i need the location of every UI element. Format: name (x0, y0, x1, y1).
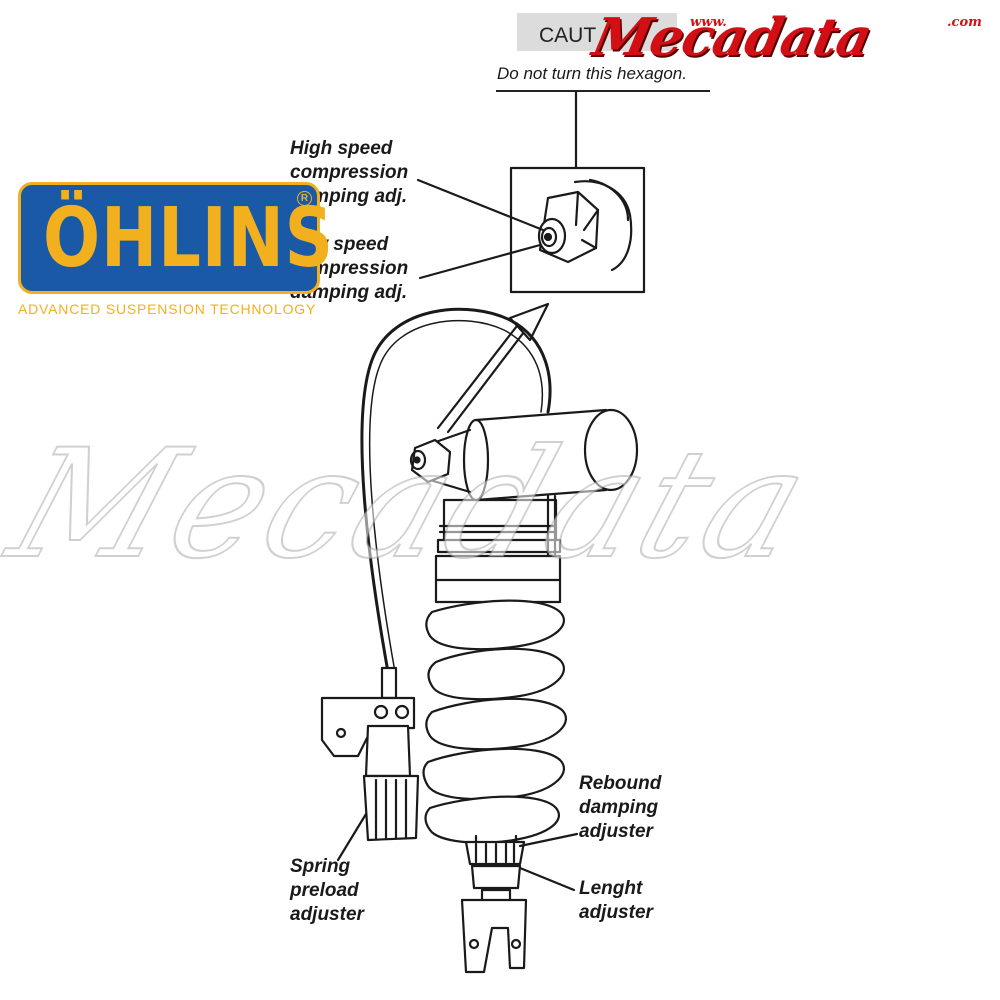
ohlins-wordmark: ÖHLINS (43, 191, 334, 286)
mecadata-logo: Mecadata (587, 7, 877, 68)
length-adjuster-label: Lenght adjuster (579, 878, 653, 923)
caution-title: CAUT (539, 24, 597, 47)
remote-hose (360, 307, 552, 674)
reservoir-canister (409, 408, 639, 502)
ohlins-tagline: ADVANCED SUSPENSION TECHNOLOGY (18, 301, 317, 317)
high-speed-leader-line (416, 178, 545, 232)
caution-underline (496, 90, 710, 92)
rebound-damping-label: Rebound damping adjuster (579, 773, 662, 842)
caution-note: Do not turn this hexagon. (497, 64, 687, 83)
damper-body (434, 554, 562, 604)
lower-adjuster (464, 840, 526, 906)
low-speed-leader-line (418, 243, 542, 280)
coil-spring (422, 599, 568, 844)
caution-box (517, 13, 677, 51)
ohlins-logo-badge: ÖHLINS R (18, 182, 333, 294)
lower-clevis (460, 898, 528, 974)
detail-arrow (436, 302, 550, 434)
preload-adjuster-assembly (320, 696, 420, 842)
brand-prefix: www. (690, 15, 727, 30)
registered-mark: R (297, 191, 312, 206)
length-leader-line (518, 866, 576, 892)
rebound-leader-line (518, 832, 579, 848)
upper-collar (436, 494, 562, 558)
brand-suffix: .com (947, 15, 982, 30)
preload-leader-line (336, 812, 368, 862)
inset-adjuster-detail (537, 178, 633, 272)
spring-preload-label: Spring preload adjuster (290, 856, 364, 925)
hose-fitting (380, 666, 398, 700)
